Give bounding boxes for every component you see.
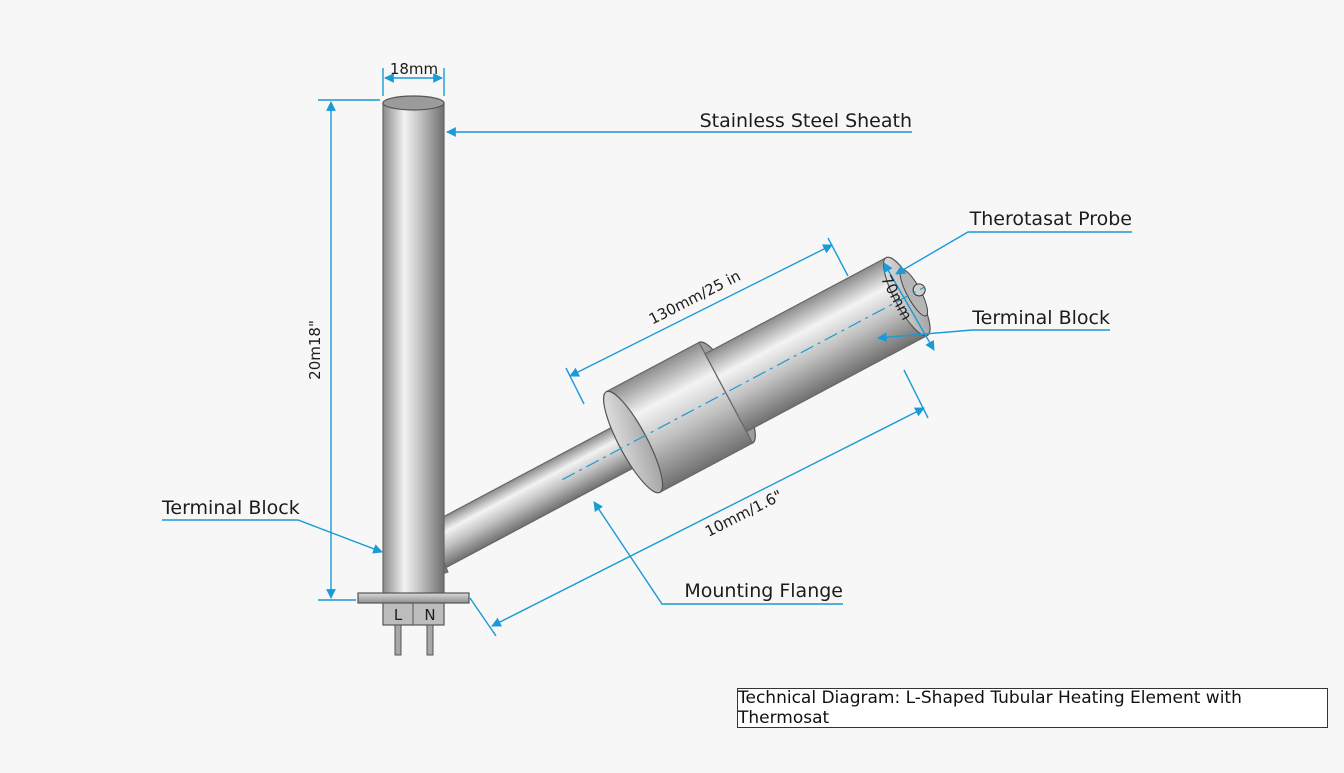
dim-vertical-text: 20m18" xyxy=(306,320,324,380)
angled-arm-assembly xyxy=(418,256,931,572)
leader-terminal-left xyxy=(162,519,383,554)
dim-line-probe-diameter xyxy=(883,262,935,351)
label-terminal-block-right: Terminal Block xyxy=(971,307,1110,329)
vertical-tube xyxy=(382,95,445,596)
label-stainless-steel-sheath: Stainless Steel Sheath xyxy=(700,110,912,132)
dim-line-arm-length xyxy=(491,407,925,627)
base-flange xyxy=(357,592,470,604)
dim-line-probe-length xyxy=(569,244,833,377)
terminal-pin-n xyxy=(426,624,434,656)
label-terminal-block-left: Terminal Block xyxy=(161,497,300,519)
leader-flange xyxy=(593,501,843,605)
dim-probe-length-text: 130mm/25 in xyxy=(646,267,744,329)
dim-diameter-text: 18mm xyxy=(390,60,438,78)
terminal-n-label: N xyxy=(424,606,435,624)
diagram-caption: Technical Diagram: L-Shaped Tubular Heat… xyxy=(737,688,1328,728)
label-thermostat-probe: Therotasat Probe xyxy=(969,208,1132,230)
leader-terminal-right xyxy=(877,329,1110,343)
tube-top-cap xyxy=(382,95,445,111)
terminal-pin-l xyxy=(394,624,402,656)
leader-probe xyxy=(895,231,1132,275)
label-mounting-flange: Mounting Flange xyxy=(684,580,843,602)
terminal-l-label: L xyxy=(394,606,403,624)
